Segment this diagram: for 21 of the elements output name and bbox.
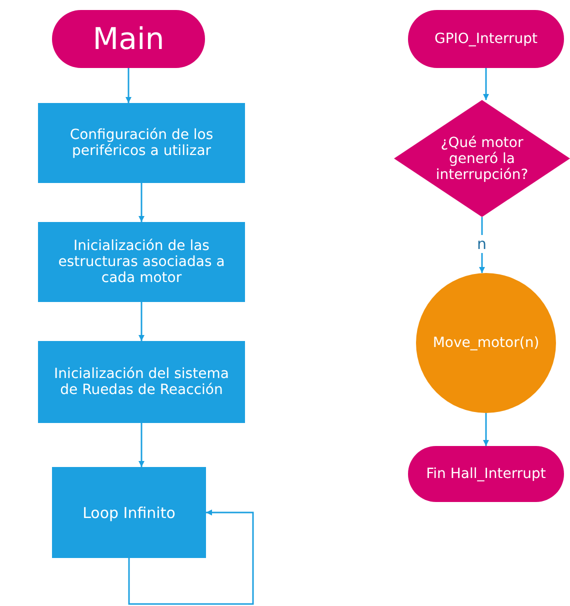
node-label: Inicialización del sistema de Ruedas de Reacción xyxy=(53,366,230,398)
process-box xyxy=(38,341,245,423)
process-box xyxy=(38,222,245,302)
node-label: Fin Hall_Interrupt xyxy=(426,466,546,482)
arrow xyxy=(126,68,132,103)
arrow xyxy=(138,183,144,222)
arrow xyxy=(483,68,489,100)
node-label: Configuración de los periféricos a utilizar xyxy=(68,127,214,159)
node-label: Inicialización de las estructuras asociadas a cada motor xyxy=(57,238,226,286)
node-label: Loop Infinito xyxy=(82,504,176,522)
node-label: Main xyxy=(92,22,164,56)
node-label: GPIO_Interrupt xyxy=(434,31,538,47)
node-label: Move_motor(n) xyxy=(432,335,540,351)
arrow xyxy=(128,510,254,605)
process-box xyxy=(38,103,245,183)
arrow xyxy=(138,423,144,467)
arrow xyxy=(483,413,489,446)
process-box xyxy=(52,467,206,558)
node-label: ¿Qué motor generó la interrupción? xyxy=(434,134,530,182)
arrow xyxy=(479,217,485,273)
arrow xyxy=(138,302,144,341)
